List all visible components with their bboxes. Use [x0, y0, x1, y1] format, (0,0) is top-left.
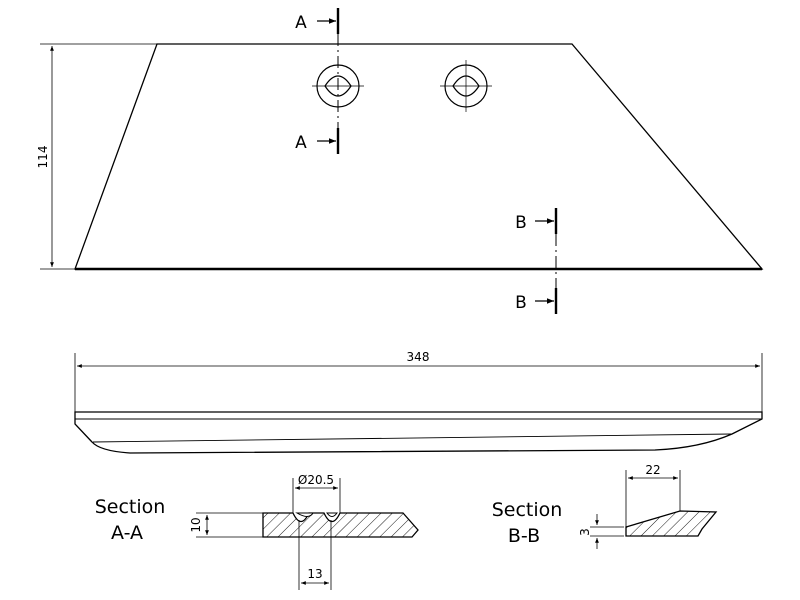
- dimension-section-b-width-label: 22: [645, 463, 660, 477]
- section-b-title-line1: Section: [492, 499, 563, 521]
- dimension-height: [40, 43, 157, 270]
- dimension-section-a-height-label: 10: [189, 517, 203, 532]
- dimension-section-b-height: [590, 514, 624, 549]
- cut-label-b-top: B: [515, 213, 527, 233]
- dimension-section-a-width: [298, 520, 332, 590]
- dimension-section-a-height: [196, 512, 263, 538]
- section-a-title-line1: Section: [95, 496, 166, 518]
- section-line-b: [535, 208, 558, 314]
- section-b-title-line2: B-B: [508, 525, 540, 547]
- hole-right: [440, 60, 492, 112]
- dimension-section-b-height-label: 3: [578, 528, 592, 536]
- dimension-section-a-width-label: 13: [307, 567, 322, 581]
- section-b-profile: [625, 510, 718, 537]
- dimension-hole-diameter: [292, 478, 341, 513]
- dimension-hole-diameter-label: Ø20.5: [298, 473, 334, 487]
- dimension-length-label: 348: [407, 350, 430, 364]
- section-a-profile: [262, 512, 419, 538]
- dimension-section-b-width: [625, 470, 681, 527]
- cut-label-a-top: A: [295, 13, 307, 33]
- blade-top-view: [74, 43, 764, 271]
- blade-side-view: [74, 411, 763, 454]
- dimension-height-label: 114: [36, 146, 50, 169]
- cut-label-b-bottom: B: [515, 293, 527, 313]
- dimension-length: [74, 353, 763, 412]
- section-a-title-line2: A-A: [111, 522, 143, 544]
- section-line-a: [317, 8, 340, 154]
- cut-label-a-bottom: A: [295, 133, 307, 153]
